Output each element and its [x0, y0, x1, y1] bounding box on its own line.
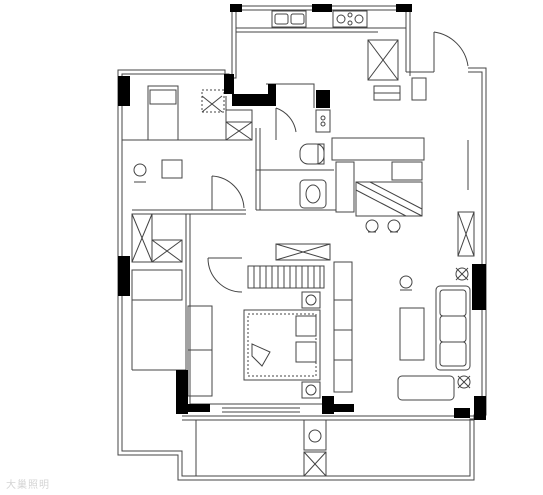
dining-chair — [365, 219, 379, 233]
south-balcony — [182, 415, 474, 477]
tv-cabinet-bedroom — [187, 305, 213, 397]
washbasin — [299, 179, 327, 209]
toilet — [299, 143, 325, 165]
bar-counter — [331, 137, 425, 161]
wardrobe — [247, 265, 325, 289]
stove — [332, 10, 368, 28]
master-bedroom — [185, 214, 353, 413]
fridge — [367, 39, 399, 81]
coffee-table — [399, 307, 425, 361]
structural-walls — [118, 4, 486, 420]
kitchen — [236, 10, 469, 101]
door-swing-kitchen — [433, 31, 469, 72]
bedroom-2 — [122, 85, 253, 141]
door-swing-master — [207, 257, 243, 293]
dining-area — [331, 137, 469, 233]
door-swing-bathroom — [275, 107, 297, 140]
single-bed — [147, 85, 179, 141]
door-swing-study — [211, 175, 245, 210]
bathroom — [255, 83, 336, 211]
outer-outline — [117, 5, 487, 481]
washing-machine — [303, 419, 327, 451]
watermark-logo: 大巢照明 — [6, 480, 50, 491]
dining-table — [355, 181, 423, 217]
study-chair — [161, 159, 183, 179]
study — [132, 159, 246, 215]
kitchen-sink — [271, 10, 307, 28]
living-room — [397, 211, 475, 401]
left-storage — [131, 213, 186, 371]
sofa — [435, 285, 471, 371]
double-bed — [243, 309, 321, 381]
armchair — [397, 375, 455, 401]
